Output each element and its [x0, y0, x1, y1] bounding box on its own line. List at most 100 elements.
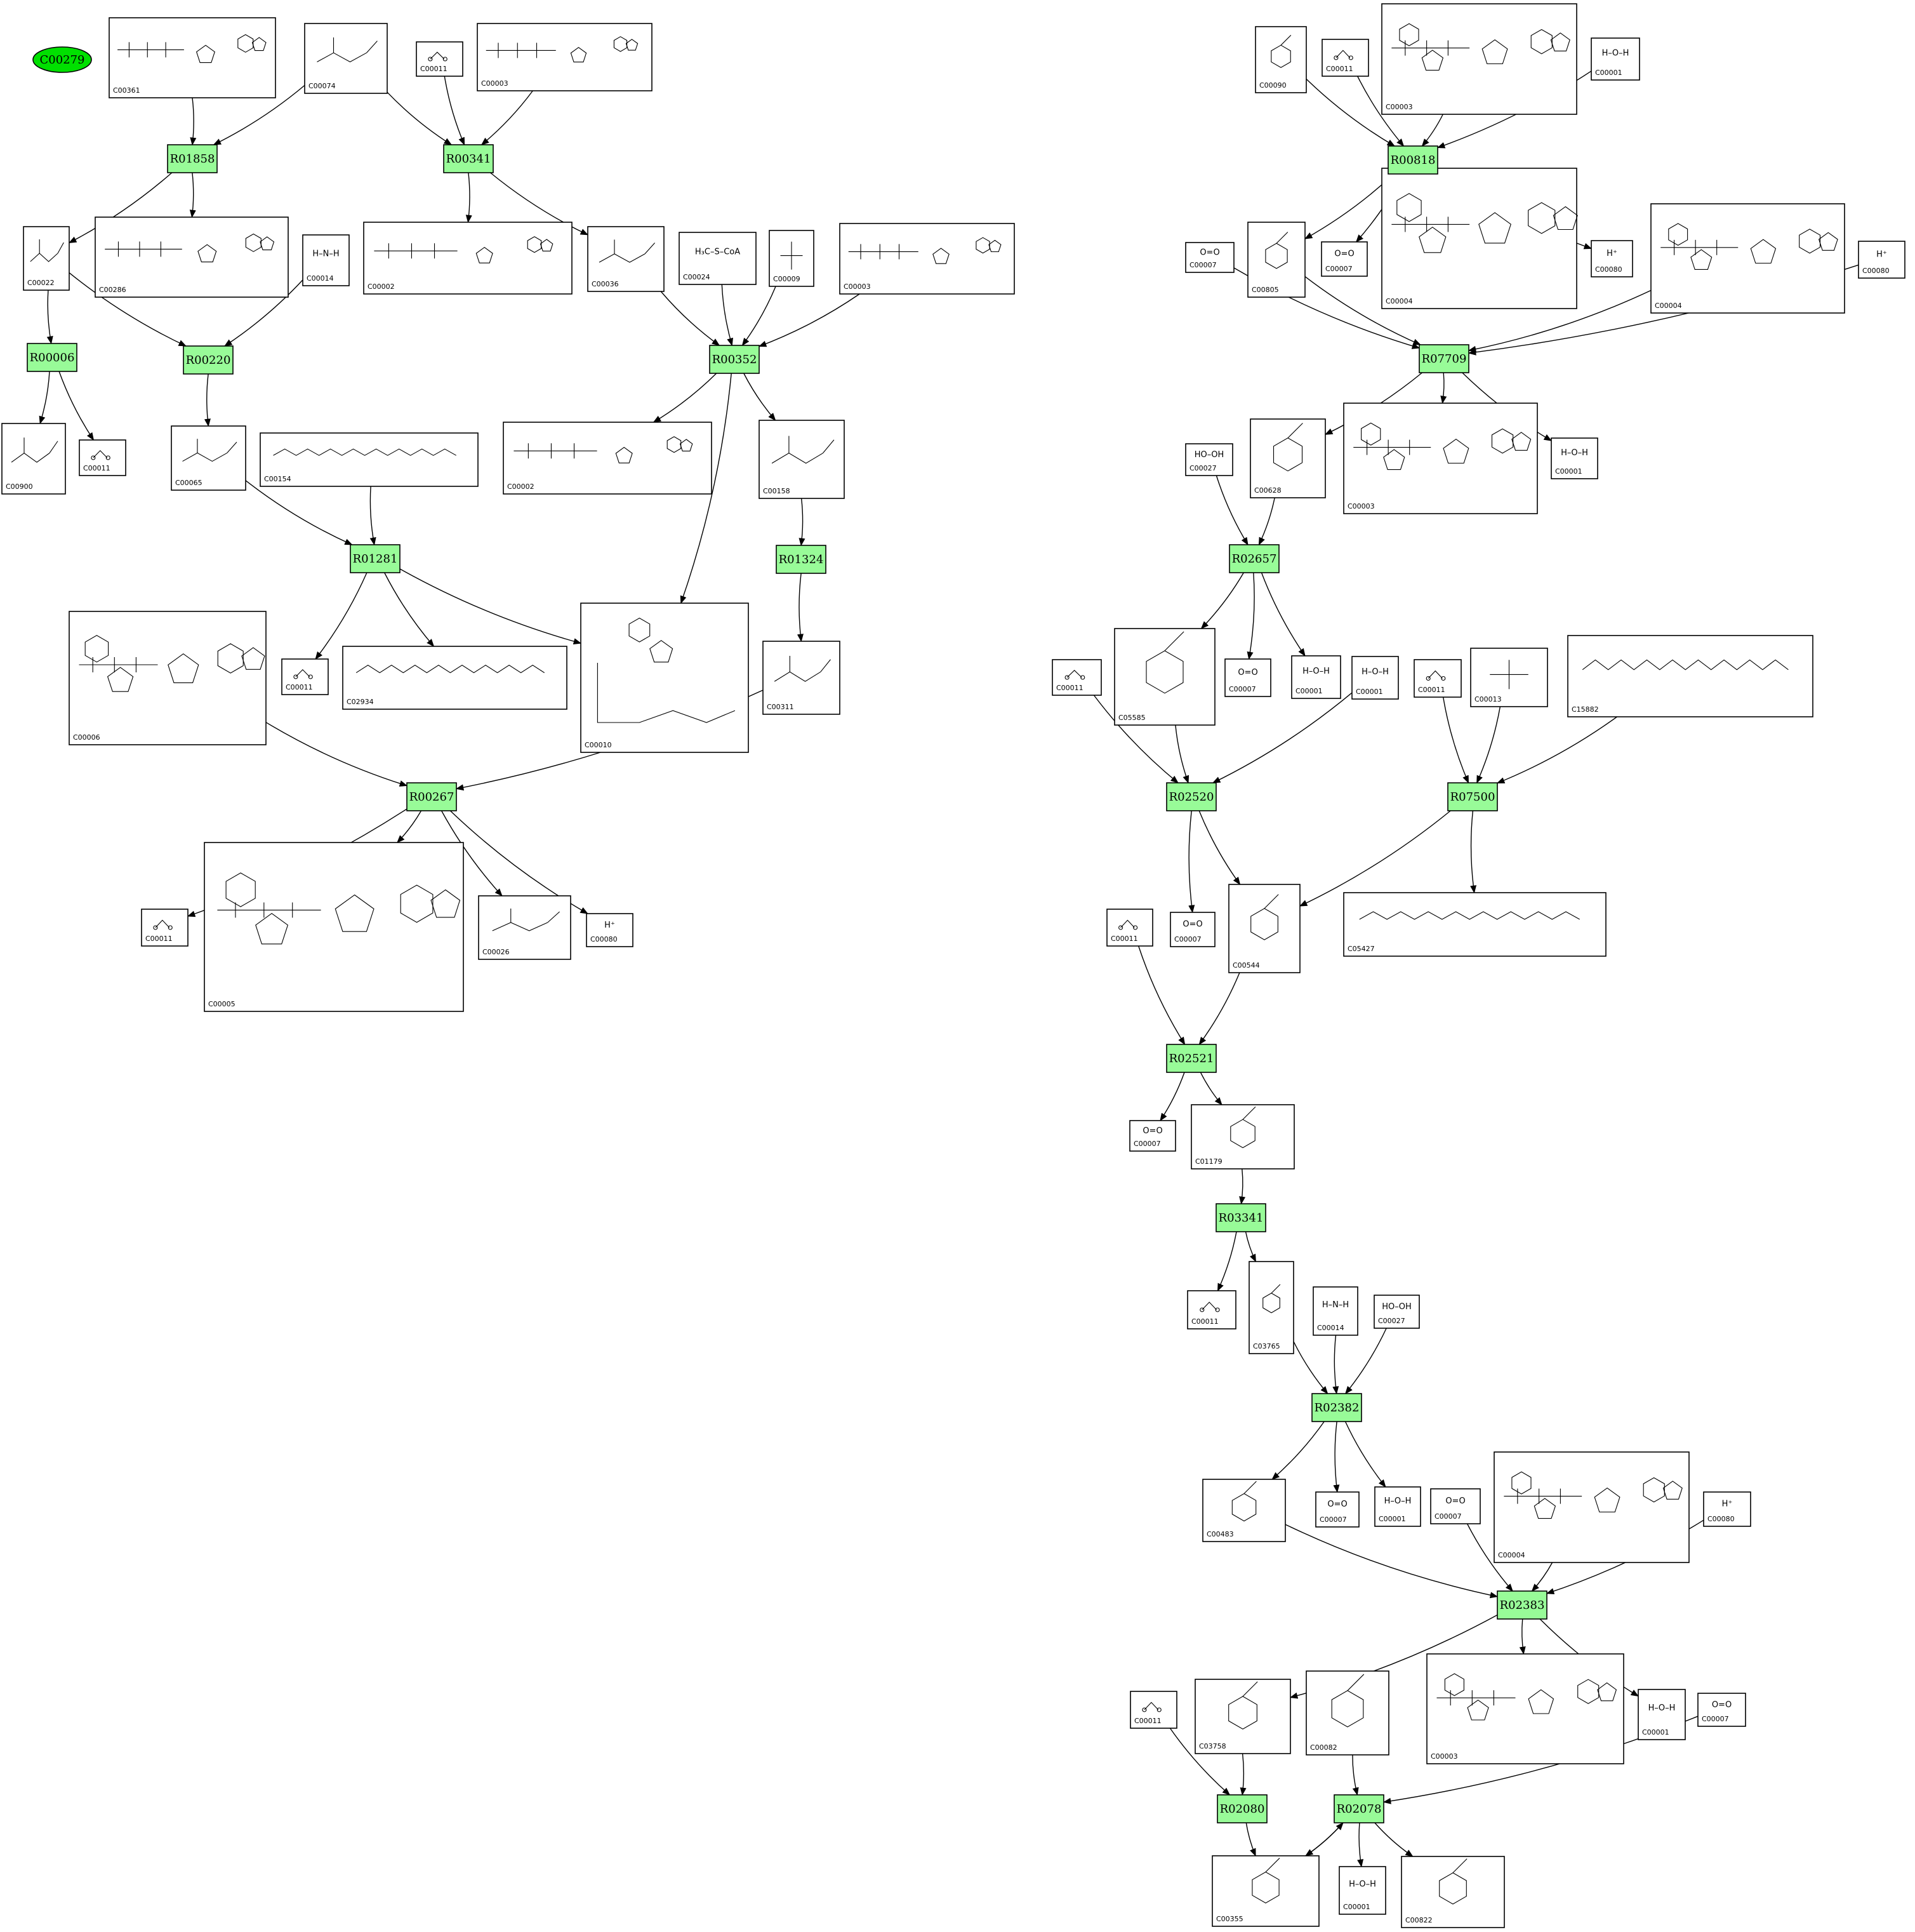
compound-node[interactable]: C00011	[1052, 659, 1102, 696]
compound-node[interactable]: C01179	[1191, 1104, 1295, 1169]
compound-node[interactable]: C00011	[141, 909, 189, 947]
compound-node[interactable]: C00004	[1494, 1451, 1690, 1563]
compound-node[interactable]: C00544	[1228, 884, 1301, 973]
compound-node[interactable]: C00011	[1106, 909, 1153, 947]
reaction-node-r00352[interactable]: R00352	[709, 345, 760, 374]
compound-node[interactable]: C00003	[1343, 403, 1538, 514]
compound-node[interactable]: C00154	[260, 432, 479, 487]
compound-node[interactable]: C00013	[1470, 648, 1548, 707]
reaction-node-r00818[interactable]: R00818	[1388, 145, 1438, 175]
compound-node[interactable]: C00065	[171, 425, 246, 491]
compound-node[interactable]: C00003	[1381, 3, 1577, 115]
start-compound-node[interactable]: C00279	[32, 46, 92, 73]
compound-node[interactable]: C00011	[1187, 1290, 1236, 1329]
compound-node[interactable]: C00311	[762, 641, 840, 715]
reaction-node-r03341[interactable]: R03341	[1216, 1203, 1266, 1232]
compound-node[interactable]: C00900	[1, 423, 66, 495]
compound-node[interactable]: C00483	[1202, 1479, 1286, 1542]
compound-node[interactable]: C00003	[477, 23, 653, 91]
compound-node[interactable]: C00822	[1401, 1856, 1505, 1928]
compound-node[interactable]: C00286	[95, 217, 289, 298]
compound-node[interactable]: C00361	[109, 17, 276, 98]
compound-node[interactable]: C00003	[1426, 1653, 1624, 1764]
compound-node[interactable]: C02934	[342, 646, 567, 710]
reaction-node-r02520[interactable]: R02520	[1166, 782, 1217, 811]
compound-node[interactable]: C00074	[304, 23, 388, 94]
compound-node[interactable]: C00355	[1212, 1855, 1320, 1927]
compound-node[interactable]: C00006	[69, 611, 267, 745]
compound-id-label: C00355	[1216, 1915, 1243, 1923]
compound-id-label: C00001	[1555, 467, 1582, 476]
compound-node[interactable]: C00026	[478, 895, 571, 960]
compound-node[interactable]: C00002	[503, 422, 712, 495]
compound-node[interactable]: H⁺C00080	[1858, 241, 1905, 279]
compound-node[interactable]: C00010	[580, 603, 749, 753]
compound-node[interactable]: C05585	[1114, 628, 1216, 726]
compound-node[interactable]: C00805	[1247, 222, 1306, 298]
reaction-node-r00267[interactable]: R00267	[406, 782, 457, 811]
reaction-node-r01324[interactable]: R01324	[776, 545, 826, 574]
reaction-edge	[758, 293, 860, 347]
compound-node[interactable]: C00004	[1650, 203, 1845, 314]
compound-node[interactable]: C00158	[759, 420, 845, 499]
compound-node[interactable]: C00011	[1322, 39, 1369, 77]
compound-node[interactable]: C00011	[416, 41, 463, 77]
compound-node[interactable]: H⁺C00080	[586, 913, 633, 947]
compound-node[interactable]: C00011	[281, 658, 329, 695]
reaction-node-r00006[interactable]: R00006	[27, 343, 77, 372]
compound-node[interactable]: C00002	[363, 222, 573, 295]
compound-formula: H⁺	[1607, 249, 1617, 258]
compound-node[interactable]: C00011	[1130, 1691, 1177, 1729]
reaction-node-r02078[interactable]: R02078	[1334, 1794, 1384, 1823]
reaction-node-r02657[interactable]: R02657	[1229, 544, 1280, 573]
compound-node[interactable]: H⁺C00080	[1591, 240, 1633, 277]
compound-node[interactable]: C00090	[1255, 26, 1307, 93]
compound-node[interactable]: C00011	[79, 439, 126, 476]
compound-node[interactable]: C15882	[1567, 635, 1813, 717]
reaction-node-r00220[interactable]: R00220	[183, 345, 234, 375]
reaction-node-r02521[interactable]: R02521	[1166, 1044, 1217, 1073]
reaction-node-r02383[interactable]: R02383	[1497, 1590, 1547, 1620]
reaction-node-r07500[interactable]: R07500	[1447, 782, 1498, 811]
compound-node[interactable]: H⁺C00080	[1703, 1491, 1751, 1527]
compound-node[interactable]: C03765	[1249, 1261, 1294, 1354]
compound-node[interactable]: C00628	[1250, 418, 1326, 498]
compound-node[interactable]: C00036	[587, 226, 665, 292]
compound-node[interactable]: C00082	[1306, 1670, 1389, 1755]
reaction-node-r00341[interactable]: R00341	[443, 144, 494, 173]
compound-node[interactable]: C00009	[769, 230, 814, 287]
reaction-node-r01281[interactable]: R01281	[350, 544, 401, 573]
compound-node[interactable]: C03758	[1195, 1679, 1291, 1754]
compound-node[interactable]: C00022	[23, 226, 70, 291]
reaction-node-r01858[interactable]: R01858	[167, 144, 218, 173]
compound-id-label: C00011	[1134, 1717, 1162, 1725]
compound-node[interactable]: C00004	[1381, 168, 1578, 309]
compound-node[interactable]: C05427	[1343, 892, 1607, 957]
compound-node[interactable]: C00011	[1414, 659, 1462, 698]
compound-node[interactable]: C00005	[204, 842, 464, 1012]
reaction-node-r02382[interactable]: R02382	[1311, 1393, 1362, 1422]
reaction-node-r02080[interactable]: R02080	[1217, 1794, 1268, 1823]
reaction-node-r07709[interactable]: R07709	[1419, 344, 1469, 373]
compound-node[interactable]: C00003	[839, 223, 1015, 295]
